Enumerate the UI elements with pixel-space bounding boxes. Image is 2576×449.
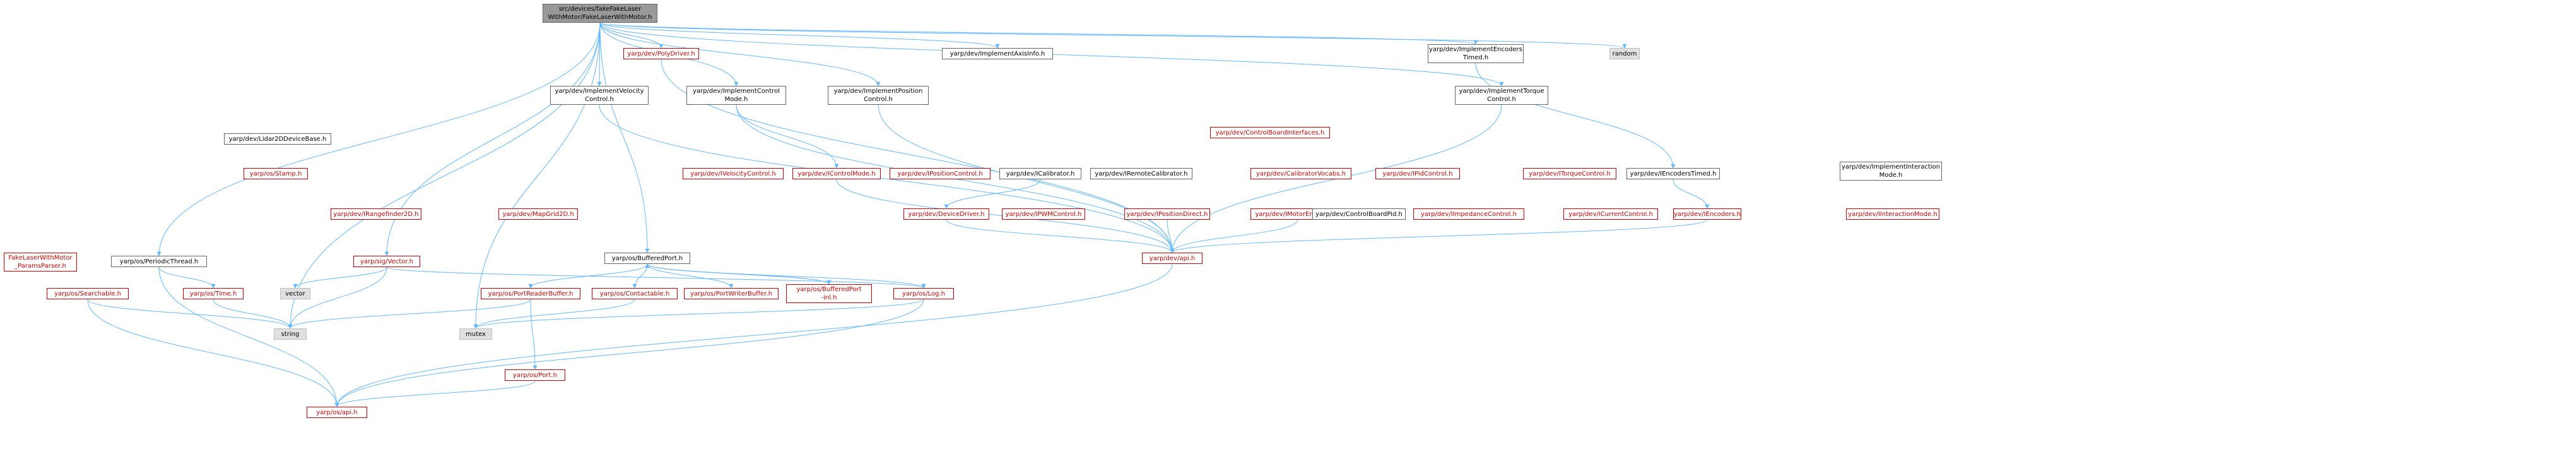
edge-root-to-mutex <box>473 22 601 329</box>
node-ostime[interactable]: yarp/os/Time.h <box>183 288 244 299</box>
edge-iencoders-to-devapi <box>1170 219 1708 253</box>
node-iimpedancecontrol[interactable]: yarp/dev/IImpedanceControl.h <box>1413 208 1524 220</box>
node-devapi[interactable]: yarp/dev/api.h <box>1142 253 1203 264</box>
node-mutex[interactable]: mutex <box>459 328 492 340</box>
node-ipidcontrol[interactable]: yarp/dev/IPidControl.h <box>1375 168 1460 179</box>
edge-iencoderstimed-to-iencoders <box>1673 179 1710 209</box>
node-controlboardinterfaces[interactable]: yarp/dev/ControlBoardInterfaces.h <box>1210 127 1330 138</box>
edge-bufferedport-to-portreaderbuffer <box>528 263 648 289</box>
edge-oslog-to-osapi <box>334 299 924 407</box>
edge-root-to-positionctrl <box>599 22 881 87</box>
node-irangefinder2d[interactable]: yarp/dev/IRangefinder2D.h <box>331 208 421 220</box>
node-iencoderstimed[interactable]: yarp/dev/IEncodersTimed.h <box>1626 168 1720 179</box>
node-ivelocitycontrol[interactable]: yarp/dev/IVelocityControl.h <box>683 168 784 179</box>
node-sigvector[interactable]: yarp/sig/Vector.h <box>353 256 420 267</box>
node-fakelaserparams[interactable]: FakeLaserWithMotor_ParamsParser.h <box>4 253 77 272</box>
node-mapgrid2d[interactable]: yarp/dev/MapGrid2D.h <box>498 208 578 220</box>
edge-controlmode-to-icontrolmode <box>736 104 839 169</box>
edge-bufferedportinl-to-bufferedport <box>645 263 830 285</box>
node-portreaderbuffer[interactable]: yarp/os/PortReaderBuffer.h <box>481 288 580 299</box>
edge-sigvector-to-oslog <box>386 266 926 289</box>
node-ipositiondirect[interactable]: yarp/dev/IPositionDirect.h <box>1124 208 1210 220</box>
edge-contactable-to-mutex <box>473 299 635 329</box>
edge-ostime-to-string <box>213 299 293 329</box>
node-axisinfo[interactable]: yarp/dev/ImplementAxisInfo.h <box>942 48 1053 59</box>
node-periodicthread[interactable]: yarp/os/PeriodicThread.h <box>111 256 207 267</box>
edge-periodicthread-to-osapi <box>158 266 339 407</box>
edge-bufferedport-to-contactable <box>632 263 648 289</box>
edge-encoderstimed-to-iencoderstimed <box>1475 63 1676 169</box>
edge-portreaderbuffer-to-string <box>288 299 531 329</box>
node-controlboardpid[interactable]: yarp/dev/ControlBoardPid.h <box>1312 208 1406 220</box>
node-stamp[interactable]: yarp/os/Stamp.h <box>244 168 308 179</box>
edge-searchable-to-string <box>87 299 293 329</box>
node-calibratorvocabs[interactable]: yarp/dev/CalibratorVocabs.h <box>1250 168 1351 179</box>
edge-root-to-encoderstimed <box>599 22 1478 45</box>
edge-root-to-bufferedport <box>599 22 650 253</box>
edge-osport-to-osapi <box>334 380 536 407</box>
node-oslog[interactable]: yarp/os/Log.h <box>893 288 954 299</box>
edge-searchable-to-osapi <box>87 299 339 407</box>
node-portwriterbuffer[interactable]: yarp/os/PortWriterBuffer.h <box>684 288 779 299</box>
edge-sigvector-to-string <box>288 266 387 329</box>
node-itorquecontrol[interactable]: yarp/dev/ITorqueControl.h <box>1523 168 1616 179</box>
edge-icalibrator-to-devicedriver <box>944 179 1041 209</box>
node-contactable[interactable]: yarp/os/Contactable.h <box>592 288 678 299</box>
edge-root-to-sigvector <box>384 22 601 256</box>
node-iremotecalibrator[interactable]: yarp/dev/IRemoteCalibrator.h <box>1090 168 1192 179</box>
node-searchable[interactable]: yarp/os/Searchable.h <box>47 288 129 299</box>
node-string[interactable]: string <box>274 328 307 340</box>
node-icontrolmode[interactable]: yarp/dev/IControlMode.h <box>792 168 881 179</box>
node-bufferedport[interactable]: yarp/os/BufferedPort.h <box>604 253 690 264</box>
node-polydriver[interactable]: yarp/dev/PolyDriver.h <box>623 48 699 59</box>
edge-root-to-axisinfo <box>599 22 1000 49</box>
node-icalibrator[interactable]: yarp/dev/ICalibrator.h <box>999 168 1081 179</box>
node-vector[interactable]: vector <box>280 288 310 299</box>
edge-oslog-to-mutex <box>473 299 924 329</box>
edge-devicedriver-to-devapi <box>946 219 1175 253</box>
edge-sigvector-to-vector <box>293 266 387 289</box>
edge-portreaderbuffer-to-osport <box>530 299 538 370</box>
node-lidar2ddevicebase[interactable]: yarp/dev/Lidar2DDeviceBase.h <box>224 133 331 145</box>
node-iinteractionmode[interactable]: yarp/dev/IInteractionMode.h <box>1846 208 1939 220</box>
edge-velocityctrl-to-devapi <box>599 104 1175 253</box>
node-iencoders[interactable]: yarp/dev/IEncoders.h <box>1673 208 1741 220</box>
node-osapi[interactable]: yarp/os/api.h <box>307 407 367 418</box>
node-osport[interactable]: yarp/os/Port.h <box>505 369 565 381</box>
edge-root-to-string <box>288 22 601 329</box>
node-bufferedportinl[interactable]: yarp/os/BufferedPort-inl.h <box>786 284 872 303</box>
edge-root-to-periodicthread <box>156 22 601 256</box>
node-random[interactable]: random <box>1609 48 1640 59</box>
edge-root-to-random <box>599 22 1626 49</box>
node-ipwmcontrol[interactable]: yarp/dev/IPWMControl.h <box>1002 208 1085 220</box>
node-ipositioncontrol[interactable]: yarp/dev/IPositionControl.h <box>890 168 991 179</box>
edge-devapi-to-osapi <box>334 263 1173 407</box>
node-icurrentcontrol[interactable]: yarp/dev/ICurrentControl.h <box>1563 208 1658 220</box>
edge-periodicthread-to-ostime <box>158 266 216 289</box>
edge-bufferedport-to-portwriterbuffer <box>647 263 734 289</box>
node-devicedriver[interactable]: yarp/dev/DeviceDriver.h <box>903 208 989 220</box>
edge-imotorencoders-to-devapi <box>1170 219 1298 253</box>
